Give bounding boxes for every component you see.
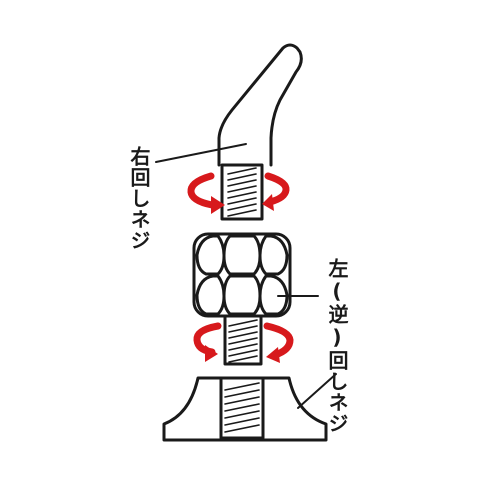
leader-line-right-thread bbox=[155, 143, 247, 163]
arrowhead-upper-right bbox=[262, 194, 274, 211]
right-hand-thread-label: 右回しネジ bbox=[127, 146, 151, 251]
leader-line-base bbox=[297, 373, 337, 409]
hex-nut-double bbox=[192, 232, 292, 318]
rotation-arrow-lower-right bbox=[263, 322, 294, 359]
arrowhead-lower-right bbox=[266, 347, 280, 363]
upper-threaded-end bbox=[220, 163, 264, 221]
rotation-arrow-upper-left bbox=[187, 172, 216, 209]
lower-threaded-stud bbox=[223, 314, 263, 366]
base-foot bbox=[162, 376, 328, 442]
rotation-arrow-upper-right bbox=[264, 172, 290, 206]
arrowhead-lower-left bbox=[205, 345, 218, 362]
rotation-arrow-lower-left bbox=[193, 322, 222, 356]
bent-rod bbox=[217, 43, 303, 167]
left-hand-thread-label: 左(逆)回しネジ bbox=[325, 258, 349, 434]
arrowhead-upper-left bbox=[211, 196, 225, 214]
